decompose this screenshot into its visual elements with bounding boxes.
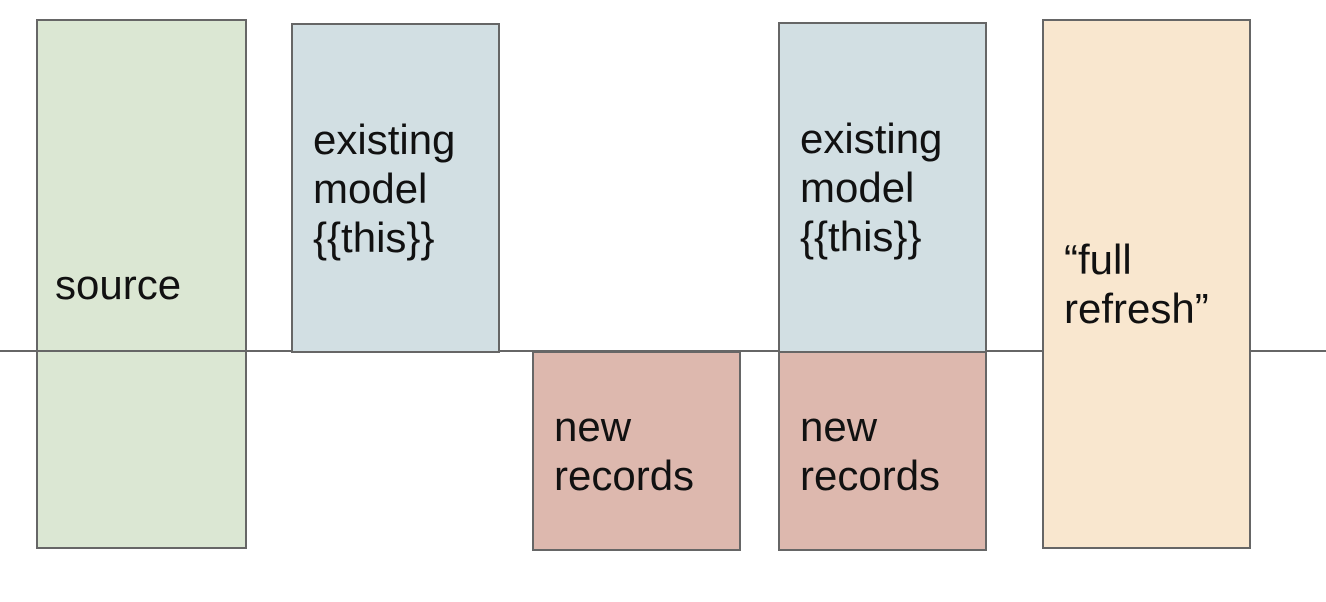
existing-model-box-1-label: existing model {{this}} xyxy=(313,115,456,261)
new-records-box-1: new records xyxy=(532,351,741,551)
source-box: source xyxy=(36,19,247,549)
new-records-box-1-label: new records xyxy=(554,403,695,499)
full-refresh-box: “full refresh” xyxy=(1042,19,1251,549)
new-records-box-2: new records xyxy=(778,351,987,551)
existing-model-box-1: existing model {{this}} xyxy=(291,23,500,353)
new-records-box-2-label: new records xyxy=(800,403,941,499)
full-refresh-box-label: “full refresh” xyxy=(1064,236,1209,332)
existing-model-box-2-label: existing model {{this}} xyxy=(800,115,943,260)
source-box-label: source xyxy=(55,260,182,308)
existing-model-box-2: existing model {{this}} xyxy=(778,22,987,353)
